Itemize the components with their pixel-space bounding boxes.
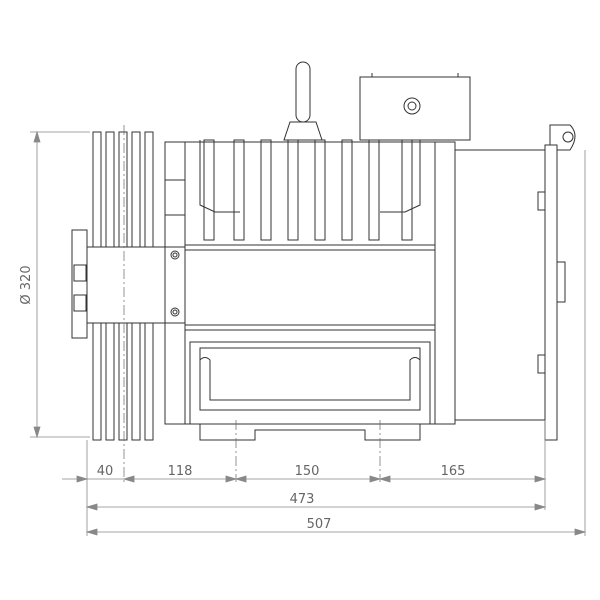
diameter-label: Ø 320 [19,265,34,304]
motor-outline [71,61,576,441]
motor-housing [454,149,546,421]
bolt [73,264,87,282]
dim-473: 473 [290,492,315,507]
terminal-box [359,73,471,141]
dim-165: 165 [441,464,466,479]
dim-150: 150 [295,464,320,479]
centerlines [123,125,381,482]
dim-40: 40 [97,464,114,479]
dim-118: 118 [168,464,193,479]
brake-plate [537,124,576,441]
gearbox-body [164,139,456,441]
dim-507: 507 [307,517,332,532]
bolt [73,294,87,312]
dimension-lines [30,130,587,536]
hub-cover [86,246,166,324]
lifting-eye [283,61,323,141]
shaft-end [71,229,88,339]
